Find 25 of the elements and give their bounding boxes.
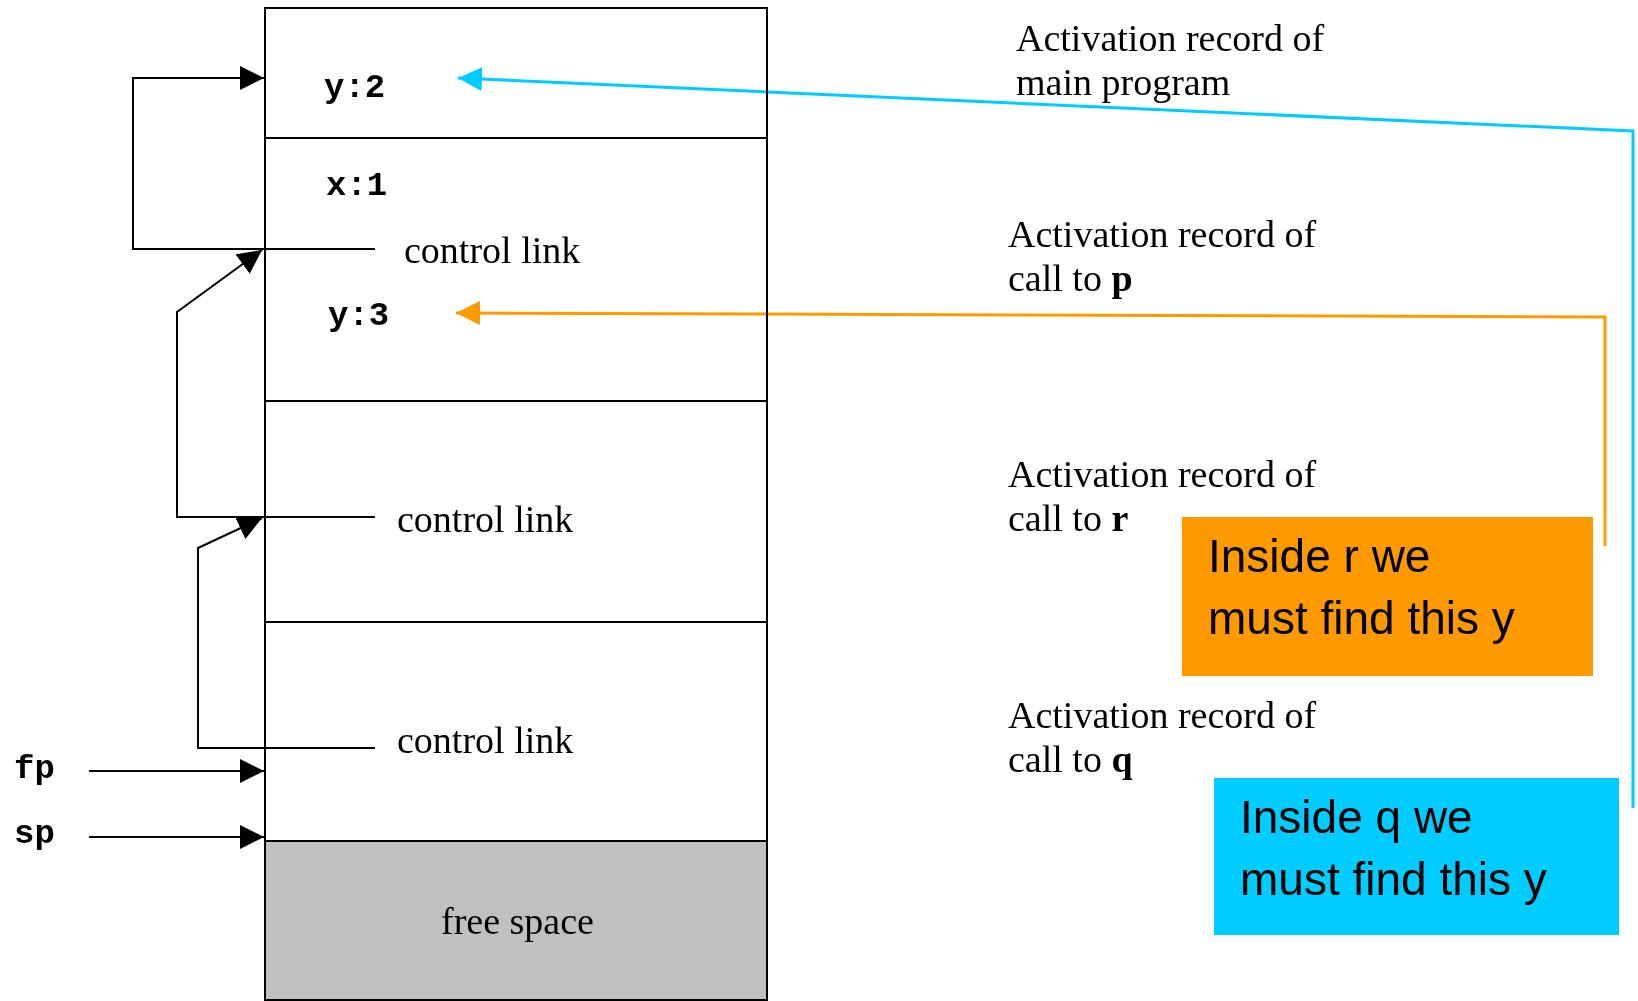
stack-frame	[264, 137, 768, 402]
variable-label: x:1	[326, 169, 388, 203]
arrow	[132, 66, 265, 250]
pointer-label: fp	[14, 752, 55, 786]
arrow	[457, 67, 1635, 808]
arrow	[88, 759, 265, 783]
field-label: control link	[397, 721, 574, 759]
field-label: control link	[404, 231, 581, 269]
free-space-block	[264, 840, 768, 1001]
record-caption: Activation record of main program	[1016, 16, 1326, 104]
field-label: free space	[441, 902, 594, 940]
arrow	[88, 825, 265, 849]
arrow	[176, 249, 265, 518]
record-caption: Activation record of call to p	[1008, 212, 1318, 300]
callout-box: Inside r we must find this y	[1182, 517, 1593, 676]
arrow	[197, 517, 265, 749]
stack-frame	[264, 7, 768, 139]
variable-label: y:3	[328, 299, 390, 333]
arrow	[456, 301, 1607, 546]
pointer-label: sp	[14, 817, 55, 851]
variable-label: y:2	[324, 71, 386, 105]
callout-box: Inside q we must find this y	[1214, 778, 1619, 935]
record-caption: Activation record of call to q	[1008, 693, 1318, 781]
stack-frame	[264, 400, 768, 623]
field-label: control link	[397, 500, 574, 538]
